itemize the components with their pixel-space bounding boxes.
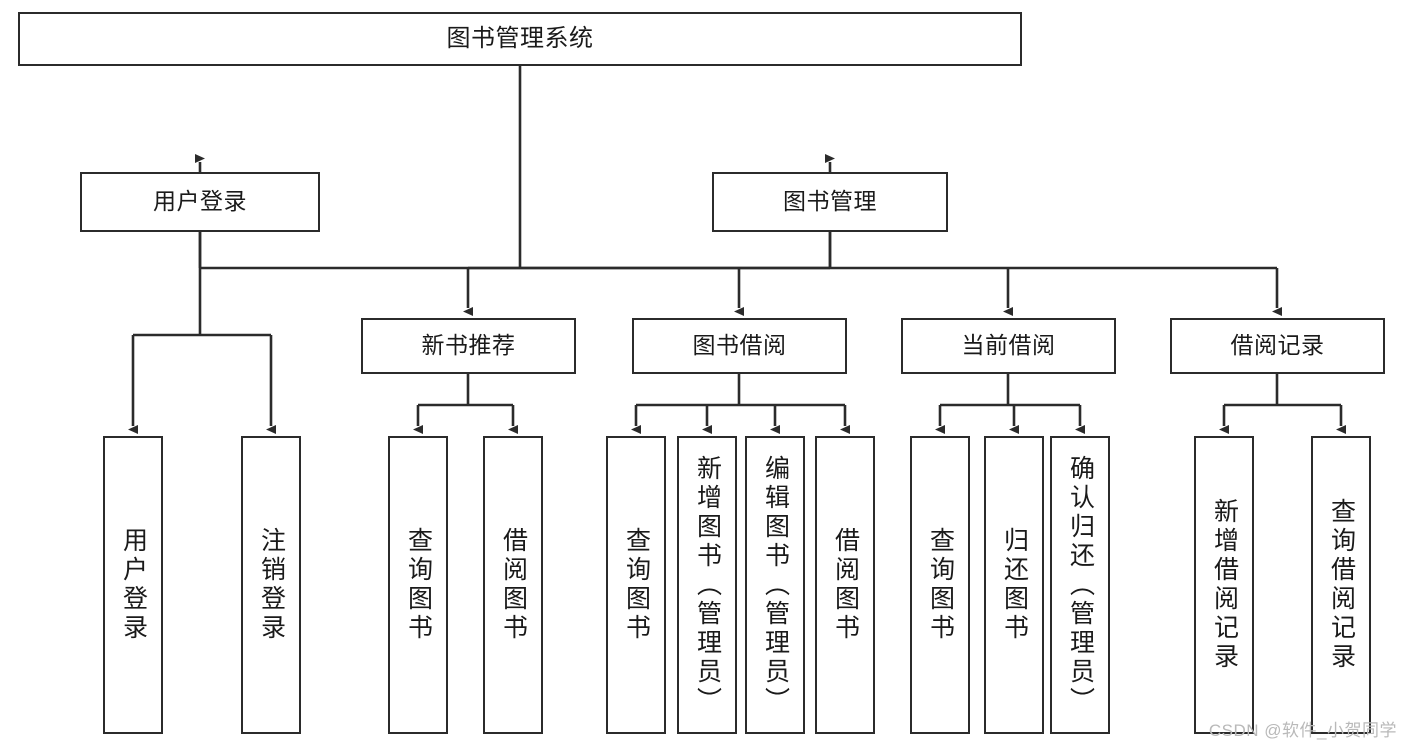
node-leaf-add-book-label: 新增图书（管理员） xyxy=(693,454,722,716)
node-leaf-query-book-1-label: 查询图书 xyxy=(404,527,433,643)
node-leaf-logout-login[interactable]: 注销登录 xyxy=(241,436,301,734)
node-leaf-query-book-3[interactable]: 查询图书 xyxy=(910,436,970,734)
node-leaf-logout-login-label: 注销登录 xyxy=(257,527,286,643)
node-borrow-record[interactable]: 借阅记录 xyxy=(1170,318,1385,374)
node-leaf-edit-book[interactable]: 编辑图书（管理员） xyxy=(745,436,805,734)
node-book-management-label: 图书管理 xyxy=(783,188,877,215)
node-borrow-record-label: 借阅记录 xyxy=(1230,332,1325,359)
node-leaf-confirm-return[interactable]: 确认归还（管理员） xyxy=(1050,436,1110,734)
node-book-management[interactable]: 图书管理 xyxy=(712,172,948,232)
node-leaf-borrow-book-1-label: 借阅图书 xyxy=(499,527,528,643)
node-book-borrow[interactable]: 图书借阅 xyxy=(632,318,847,374)
node-leaf-query-record[interactable]: 查询借阅记录 xyxy=(1311,436,1371,734)
node-leaf-return-book[interactable]: 归还图书 xyxy=(984,436,1044,734)
node-user-login-label: 用户登录 xyxy=(153,188,247,215)
node-new-book-recommend[interactable]: 新书推荐 xyxy=(361,318,576,374)
node-leaf-query-book-2-label: 查询图书 xyxy=(622,527,651,643)
node-leaf-query-book-3-label: 查询图书 xyxy=(926,527,955,643)
node-leaf-add-book[interactable]: 新增图书（管理员） xyxy=(677,436,737,734)
node-leaf-borrow-book-2-label: 借阅图书 xyxy=(831,527,860,643)
csdn-watermark: CSDN @软件_小贺同学 xyxy=(1208,721,1397,740)
node-book-borrow-label: 图书借阅 xyxy=(692,332,787,359)
node-leaf-query-record-label: 查询借阅记录 xyxy=(1327,498,1356,672)
node-leaf-confirm-return-label: 确认归还（管理员） xyxy=(1066,454,1095,716)
node-user-login[interactable]: 用户登录 xyxy=(80,172,320,232)
node-leaf-add-record[interactable]: 新增借阅记录 xyxy=(1194,436,1254,734)
node-leaf-return-book-label: 归还图书 xyxy=(1000,527,1029,643)
node-leaf-borrow-book-2[interactable]: 借阅图书 xyxy=(815,436,875,734)
node-new-book-recommend-label: 新书推荐 xyxy=(421,332,516,359)
node-leaf-user-login-label: 用户登录 xyxy=(119,527,148,643)
node-leaf-edit-book-label: 编辑图书（管理员） xyxy=(761,454,790,716)
node-root-system[interactable]: 图书管理系统 xyxy=(18,12,1022,66)
node-leaf-user-login[interactable]: 用户登录 xyxy=(103,436,163,734)
node-current-borrow[interactable]: 当前借阅 xyxy=(901,318,1116,374)
node-current-borrow-label: 当前借阅 xyxy=(961,332,1056,359)
node-leaf-query-book-2[interactable]: 查询图书 xyxy=(606,436,666,734)
node-leaf-query-book-1[interactable]: 查询图书 xyxy=(388,436,448,734)
node-root-label: 图书管理系统 xyxy=(446,24,594,52)
node-leaf-add-record-label: 新增借阅记录 xyxy=(1210,498,1239,672)
node-leaf-borrow-book-1[interactable]: 借阅图书 xyxy=(483,436,543,734)
